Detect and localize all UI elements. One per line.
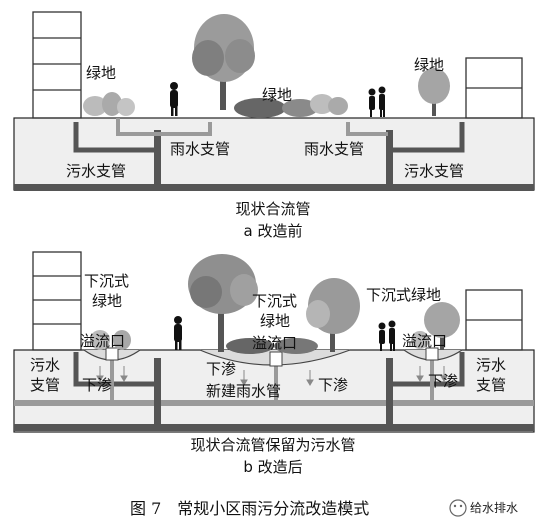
label-sunken-center-1: 下沉式 <box>252 292 297 310</box>
building-left-a <box>32 11 82 119</box>
label-infiltrate-center-right: 下渗 <box>318 376 348 394</box>
caption-a-line2: a 改造前 <box>244 222 303 240</box>
ground-a <box>13 117 535 191</box>
rain-branch-right-a <box>346 122 388 136</box>
tree-center-b <box>188 254 360 354</box>
overflow-inlet-center <box>269 351 283 367</box>
combined-pipe-b <box>14 424 534 431</box>
tree-right-a <box>418 68 450 116</box>
panel-a: 绿地 绿地 绿地 雨水支管 雨水支管 污水支管 污水支管 现状合流管 a 改造前 <box>13 11 535 240</box>
caption-b-line1: 现状合流管保留为污水管 <box>190 436 355 454</box>
tree-center-a <box>192 14 318 118</box>
combined-pipe-a <box>14 184 534 191</box>
sewer-vertical-b2 <box>386 358 393 426</box>
label-sunken-left-2: 绿地 <box>92 292 122 310</box>
sewer-branch-right-a <box>390 122 465 153</box>
label-green-right-a: 绿地 <box>414 56 444 74</box>
branch-pipe-a2 <box>386 130 393 186</box>
tree-right-b <box>411 302 460 350</box>
label-sunken-left-1: 下沉式 <box>84 272 129 290</box>
person-pair-b <box>378 320 396 351</box>
sewer-branch-left-a <box>73 122 158 153</box>
caption-a-line1: 现状合流管 <box>235 200 310 218</box>
label-overflow-center: 溢流口 <box>252 334 297 352</box>
label-rain-left-a: 雨水支管 <box>170 140 230 158</box>
label-overflow-left: 溢流口 <box>80 332 125 350</box>
new-rain-pipe <box>14 400 534 406</box>
label-rain-right-a: 雨水支管 <box>304 140 364 158</box>
branch-pipe-a1 <box>154 130 161 186</box>
panel-b: 下沉式 绿地 下沉式 绿地 下沉式绿地 溢流口 溢流口 溢流口 污水 支管 污水… <box>13 251 535 476</box>
rain-branch-left-a <box>116 118 212 136</box>
building-right-b <box>465 289 523 351</box>
label-sewer-right-a: 污水支管 <box>404 162 464 180</box>
overflow-inlet-right <box>425 347 439 361</box>
label-infiltrate-left: 下渗 <box>82 376 112 394</box>
label-sewer-left-b1: 污水 <box>30 356 60 374</box>
label-infiltrate-center-left: 下渗 <box>206 360 236 378</box>
label-infiltrate-right: 下渗 <box>428 372 458 390</box>
label-overflow-right: 溢流口 <box>402 332 447 350</box>
person-left-a <box>170 82 178 116</box>
overflow-inlet-left <box>105 347 119 361</box>
watermark: 给水排水 <box>449 499 518 517</box>
label-green-center-a: 绿地 <box>262 86 292 104</box>
label-sewer-left-a: 污水支管 <box>66 162 126 180</box>
building-right-a <box>465 57 523 119</box>
building-left-b <box>32 251 82 351</box>
label-new-rain-pipe: 新建雨水管 <box>206 382 281 400</box>
label-sewer-right-b2: 支管 <box>476 376 506 394</box>
sewer-vertical-b1 <box>154 358 161 426</box>
figure-caption: 图 7 常规小区雨污分流改造模式 <box>130 499 369 518</box>
watermark-text: 给水排水 <box>470 501 518 515</box>
caption-b-line2: b 改造后 <box>243 458 302 476</box>
label-green-left-a: 绿地 <box>86 64 116 82</box>
label-sewer-right-b1: 污水 <box>476 356 506 374</box>
wechat-icon <box>449 499 467 517</box>
label-sunken-center-2: 绿地 <box>260 312 290 330</box>
person-pair-a <box>368 86 386 117</box>
sewer-branch-right-b <box>390 352 465 387</box>
infiltration-arrows <box>96 366 448 386</box>
person-left-b <box>174 316 182 350</box>
shrub-left-a <box>83 92 135 116</box>
shrub-right-a <box>310 94 348 115</box>
shrub-left-b <box>90 330 131 350</box>
sewer-branch-left-b <box>73 352 158 387</box>
label-sunken-right: 下沉式绿地 <box>366 286 441 304</box>
label-sewer-left-b2: 支管 <box>30 376 60 394</box>
